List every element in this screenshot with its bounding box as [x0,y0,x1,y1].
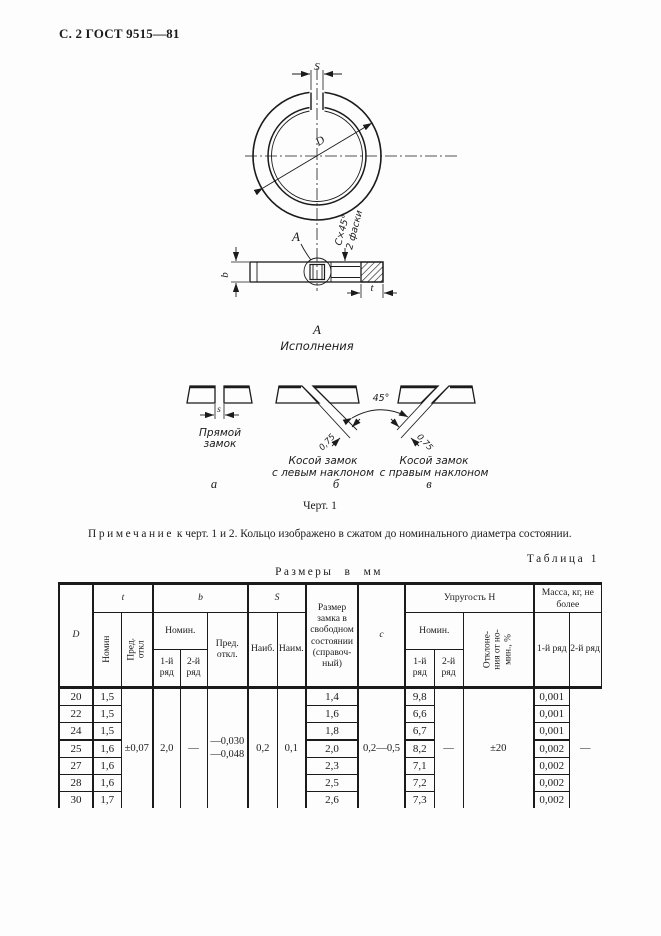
d-dim-line [253,122,373,196]
page-header: С. 2 ГОСТ 9515—81 [59,26,180,41]
executions-group: А Исполнения s Прямой замок а [186,322,489,491]
d-dim-label: D [313,134,328,149]
variant-v-dim: 0,75 [414,432,434,453]
variant-b-label-1: Косой замок [289,455,359,467]
col-group-s: S [248,583,308,613]
col-group-mass: Масса, кг, не более [534,583,602,613]
col-group-t: t [93,583,155,613]
col-header-d: D [59,583,94,688]
col-header-b-row1: 1-й ряд [153,649,181,688]
figure-drawing: S D А [186,61,489,491]
angle-label: 45° [373,393,390,404]
dimensions-table: D t b S Размер замка в свободном состоян… [58,582,602,808]
angle-annotation: 45° [342,393,409,426]
table-row: 30 1,7 2,6 7,3 0,002 [59,791,601,808]
executions-title: Исполнения [280,339,353,353]
merged-mass-row2: — [569,686,602,808]
variant-a-label-1: Прямой [199,427,241,439]
cross-section-hatch [360,261,384,283]
merged-s-max: 0,2 [248,686,278,808]
detail-a-label: А [291,229,300,244]
merged-b-row1: 2,0 [153,686,181,808]
table-row: 27 1,6 2,3 7,1 0,002 [59,757,601,775]
table-row: 22 1,5 1,6 6,6 0,001 [59,705,601,723]
variant-a-straight-lock: s Прямой замок а [186,385,253,491]
col-header-t-deviation: Пред. откл [121,612,155,688]
table-row: 25 1,6 2,0 8,2 0,002 [59,740,601,758]
detail-callout-circle [303,257,332,286]
table-number-label: Таблица 1 [526,553,599,565]
merged-s-min: 0,1 [277,686,308,808]
col-header-mass-row2: 2-й ряд [569,612,602,688]
col-header-gap-free: Размер замка в свободном состоянии (спра… [306,583,360,688]
table-row: 24 1,5 1,8 6,7 0,001 [59,722,601,741]
ring-front-view: S D [245,61,460,252]
col-header-el-deviation: Отклоне- ния от но- мин., % [463,612,536,688]
variant-b-oblique-left: 0,75 Косой замок с левым наклоном б [272,385,374,491]
variant-v-label-1: Косой замок [400,455,470,467]
col-header-b-deviation: Пред. откл. [207,612,250,688]
table-units-label: Размеры в мм [275,566,383,578]
variant-v-letter: в [426,477,432,491]
note-label: Примечание [88,528,175,540]
t-dim-label: t [370,282,374,294]
table-row: 20 1,5 ±0,07 2,0 — —0,030 —0,048 0,2 0,1… [59,686,602,808]
col-header-el-nominal: Номин. [405,612,464,650]
col-header-el-row2: 2-й ряд [434,649,464,688]
col-group-elasticity: Упругость Н [405,583,536,613]
col-header-b-nominal: Номин. [153,612,208,650]
col-header-s-min: Наим. [277,612,308,688]
s-dim-label: S [314,61,320,73]
col-header-mass-row1: 1-й ряд [534,612,570,688]
variant-a-dim: s [217,405,221,415]
merged-c: 0,2—0,5 [358,686,407,808]
note-text: к черт. 1 и 2. Кольцо изображено в сжато… [174,528,572,540]
ring-side-view: А b t С×45° 2 фаски [219,209,397,298]
col-header-el-row1: 1-й ряд [405,649,435,688]
variant-b-letter: б [333,477,340,491]
detail-a-leader [300,243,312,261]
variant-v-label-2: с правым наклоном [380,467,489,479]
merged-b-deviation: —0,030 —0,048 [207,686,250,808]
table-row: 28 1,6 2,5 7,2 0,002 [59,774,601,792]
variant-a-label-2: замок [204,438,237,450]
variant-b-dim: 0,75 [317,432,337,453]
col-group-b: b [153,583,250,613]
executions-view-letter: А [312,322,321,337]
variant-b-label-2: с левым наклоном [272,467,374,479]
figure-caption: Черт. 1 [303,500,337,512]
col-header-c: с [358,583,407,688]
variant-v-oblique-right: 0,75 Косой замок с правым наклоном в [380,385,489,491]
note-line: Примечание к черт. 1 и 2. Кольцо изображ… [88,528,572,540]
b-dim-label: b [219,272,231,278]
merged-el-row2: — [434,686,464,808]
merged-b-row2: — [180,686,208,808]
merged-el-deviation: ±20 [463,686,536,808]
variant-a-letter: а [211,477,217,491]
col-header-t-nominal: Номин [93,612,122,688]
merged-t-deviation: ±0,07 [121,686,155,808]
col-header-b-row2: 2-й ряд [180,649,208,688]
col-header-s-max: Наиб. [248,612,278,688]
